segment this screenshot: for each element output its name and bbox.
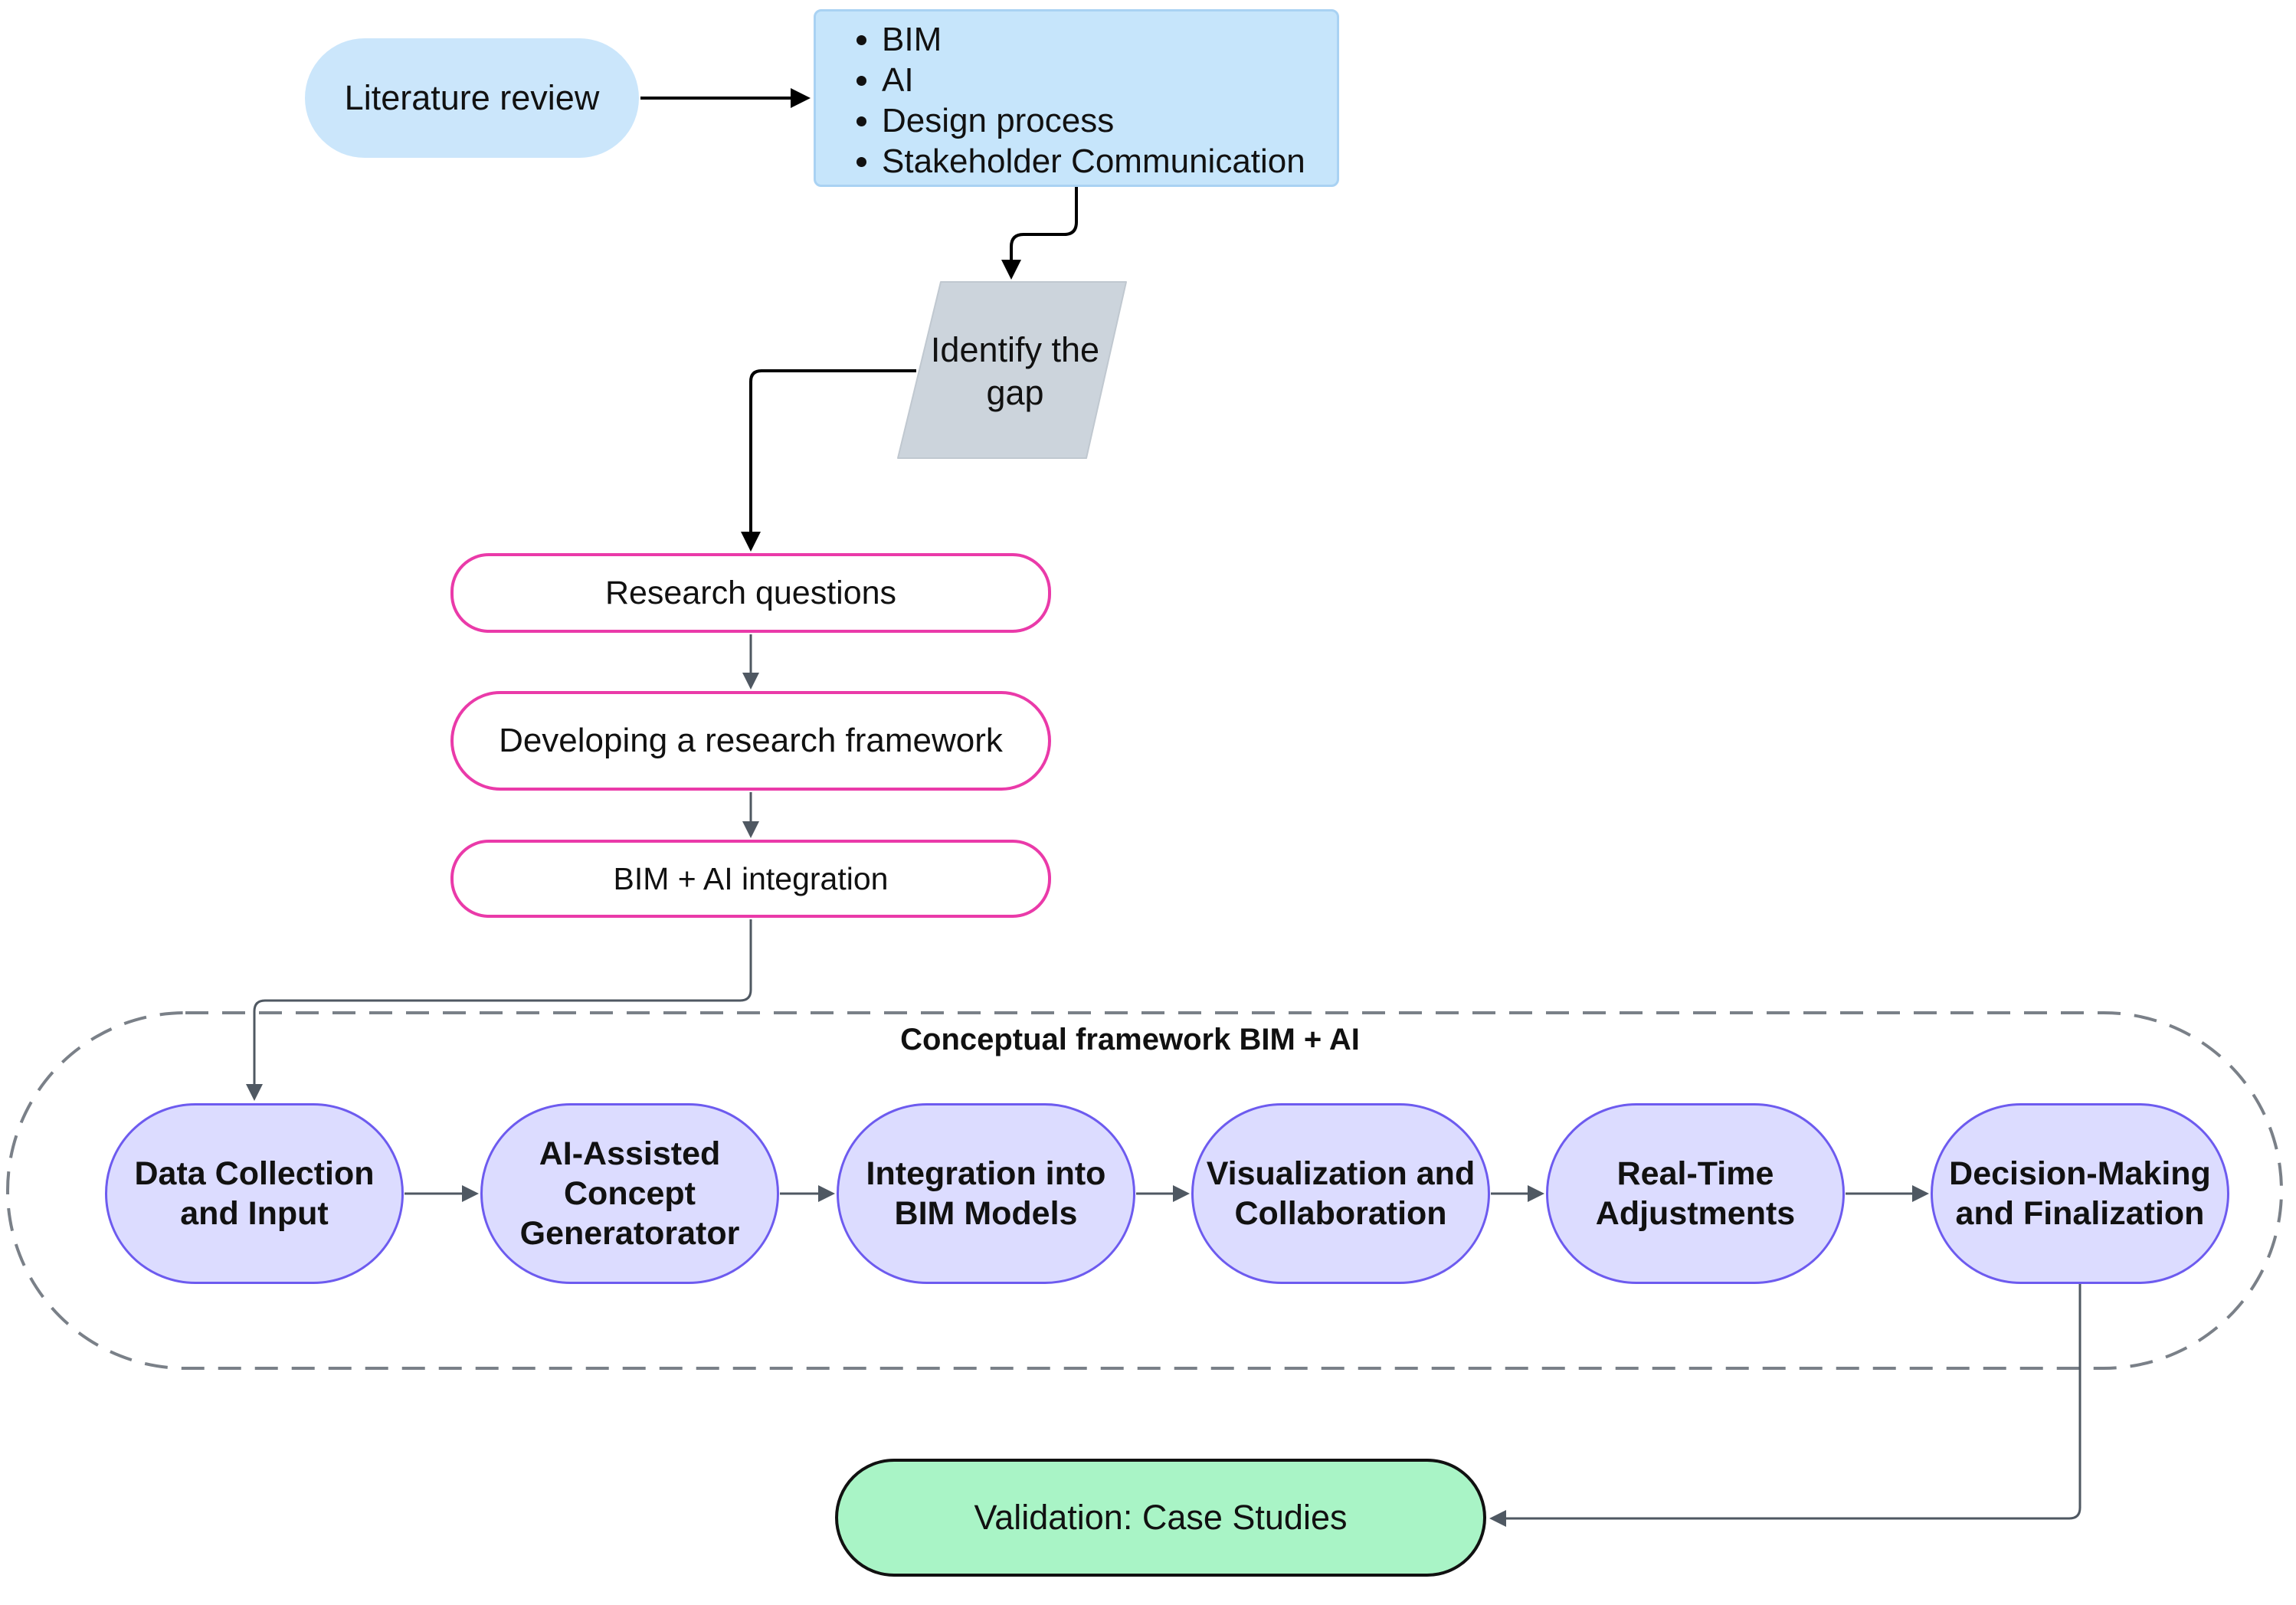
- arrow-finalization-to-validation: [1503, 1284, 2081, 1520]
- validation-node: Validation: Case Studies: [835, 1459, 1486, 1577]
- step-label: Decision-Making and Finalization: [1949, 1155, 2211, 1232]
- identify-gap-node: Identify the gap: [923, 323, 1107, 420]
- step-label: AI-Assisted Concept Generatorator: [519, 1135, 740, 1252]
- arrowhead-framework-to-integration: [742, 821, 759, 838]
- conceptual-framework-frame: [6, 1011, 2283, 1370]
- topic-item-ai: AI: [882, 60, 1337, 100]
- validation-label: Validation: Case Studies: [974, 1498, 1348, 1537]
- arrow-gap-to-questions: [749, 369, 916, 535]
- literature-review-label: Literature review: [344, 78, 600, 117]
- topics-list: BIM AI Design process Stakeholder Commun…: [847, 19, 1337, 182]
- topic-item-bim: BIM: [882, 19, 1337, 60]
- arrowhead-literature-to-topics: [791, 88, 811, 108]
- step-integration-bim: Integration into BIM Models: [837, 1103, 1135, 1284]
- step-label: Visualization and Collaboration: [1206, 1155, 1476, 1232]
- arrow-integration-to-data-collection: [253, 919, 752, 1086]
- topics-box: BIM AI Design process Stakeholder Commun…: [814, 9, 1339, 187]
- arrow-topics-to-gap: [1010, 187, 1078, 264]
- arrowhead-questions-to-framework: [742, 673, 759, 689]
- arrowhead-step5-to-step6: [1912, 1185, 1929, 1202]
- arrowhead-step1-to-step2: [462, 1185, 479, 1202]
- step-label: Real-Time Adjustments: [1595, 1155, 1796, 1232]
- identify-gap-label: Identify the gap: [930, 330, 1100, 412]
- step-visualization-collaboration: Visualization and Collaboration: [1191, 1103, 1490, 1284]
- bim-ai-integration-node: BIM + AI integration: [450, 840, 1051, 918]
- arrowhead-step3-to-step4: [1173, 1185, 1190, 1202]
- literature-review-node: Literature review: [305, 38, 639, 158]
- step-data-collection: Data Collection and Input: [105, 1103, 404, 1284]
- arrowhead-step4-to-step5: [1528, 1185, 1544, 1202]
- topic-item-stakeholder-communication: Stakeholder Communication: [882, 141, 1337, 182]
- step-real-time-adjustments: Real-Time Adjustments: [1546, 1103, 1845, 1284]
- step-label: Integration into BIM Models: [866, 1155, 1106, 1232]
- topic-item-design-process: Design process: [882, 100, 1337, 141]
- research-questions-label: Research questions: [604, 574, 897, 611]
- arrowhead-finalization-to-validation: [1489, 1510, 1506, 1527]
- research-questions-node: Research questions: [450, 553, 1051, 633]
- bim-ai-integration-label: BIM + AI integration: [613, 860, 889, 896]
- conceptual-framework-title: Conceptual framework BIM + AI: [900, 1023, 1360, 1056]
- step-decision-making: Decision-Making and Finalization: [1931, 1103, 2229, 1284]
- identify-gap-shape: [897, 281, 1127, 459]
- step-ai-assisted-concept: AI-Assisted Concept Generatorator: [480, 1103, 779, 1284]
- arrowhead-step2-to-step3: [818, 1185, 835, 1202]
- arrowhead-topics-to-gap: [1001, 260, 1021, 280]
- arrowhead-gap-to-questions: [741, 532, 761, 552]
- developing-framework-node: Developing a research framework: [450, 691, 1051, 791]
- developing-framework-label: Developing a research framework: [499, 722, 1003, 759]
- arrowhead-integration-to-data-collection: [246, 1084, 263, 1101]
- step-label: Data Collection and Input: [134, 1155, 375, 1232]
